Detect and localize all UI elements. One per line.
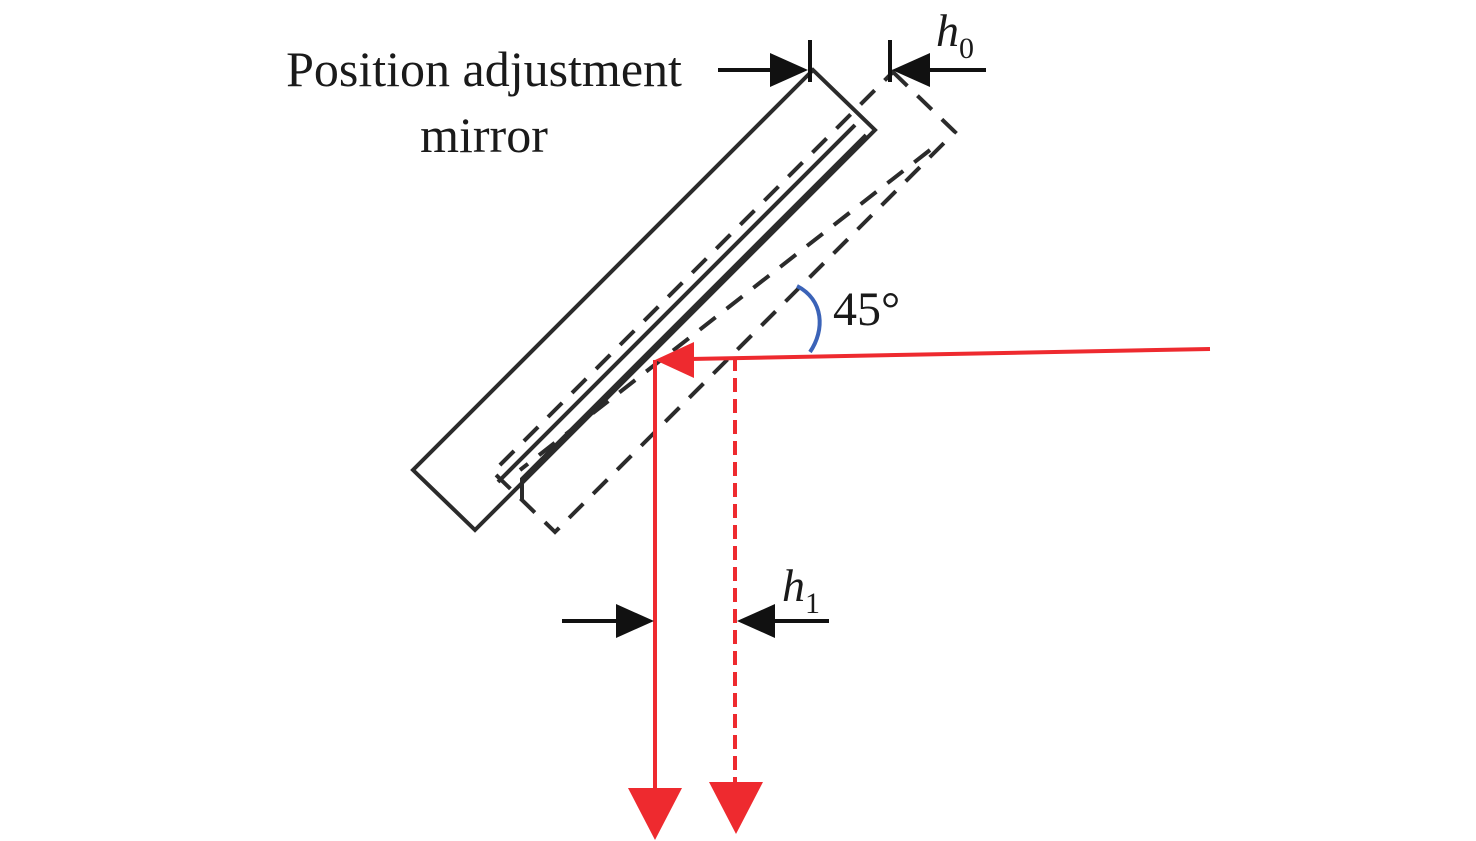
- h0-label-sub: 0: [959, 32, 974, 65]
- h1-label-sub: 1: [805, 587, 820, 620]
- h1-arrow-left-head: [616, 604, 654, 638]
- h0-arrow-left-head: [770, 53, 808, 87]
- h0-label-var: h: [936, 5, 959, 56]
- reflected-beam-solid-arrowhead: [628, 788, 682, 840]
- incident-beam: [655, 342, 1211, 378]
- h0-dimension: [718, 40, 986, 87]
- reflected-beam-dashed-arrowhead: [709, 782, 763, 834]
- reflected-beam-solid: [628, 360, 682, 840]
- incident-beam-arrowhead: [655, 342, 694, 378]
- mirror-dashed-outer: [490, 69, 958, 535]
- incident-beam-line: [689, 347, 1211, 361]
- reflected-beam-dashed: [709, 357, 763, 834]
- mirror-dashed-inner: [518, 148, 932, 472]
- h1-label-var: h: [782, 560, 805, 611]
- mirror-dashed-icon: [490, 69, 958, 535]
- h0-arrow-right-head: [892, 53, 930, 87]
- mirror-solid-icon: [410, 67, 878, 533]
- mirror-solid-outer: [410, 67, 878, 533]
- h1-label: h1: [782, 560, 820, 620]
- mirror-solid-inner-edge: [496, 123, 857, 484]
- angle-label: 45°: [833, 283, 900, 336]
- angle-arc: [796, 284, 822, 354]
- h1-arrow-right-head: [737, 604, 775, 638]
- mirror-label-line1: Position adjustment: [286, 41, 682, 97]
- mirror-label-line2: mirror: [420, 107, 548, 163]
- h1-dimension: [562, 604, 829, 638]
- h0-label: h0: [936, 5, 974, 65]
- mirror-solid-inner-lower: [520, 133, 868, 500]
